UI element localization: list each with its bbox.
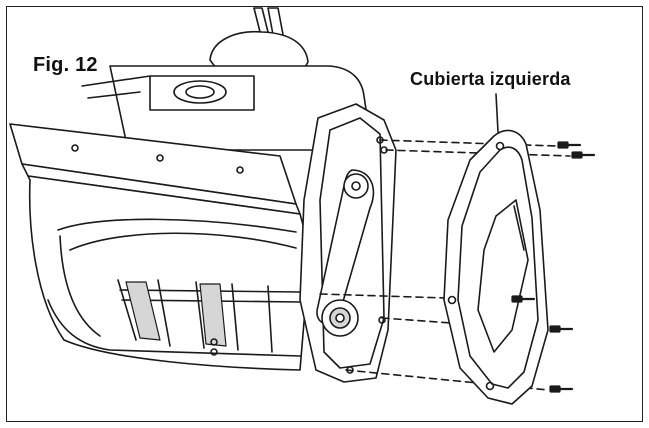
side-housing	[299, 103, 397, 383]
figure-label: Fig. 12	[33, 54, 98, 76]
callout-left-cover: Cubierta izquierda	[410, 69, 571, 89]
screws	[511, 141, 596, 393]
screw-icon	[557, 141, 582, 149]
auger-housing	[27, 175, 311, 371]
screw-icon	[571, 151, 596, 159]
screw-icon	[549, 385, 574, 393]
screw-icon	[511, 295, 536, 303]
screw-icon	[549, 325, 574, 333]
left-cover	[443, 93, 549, 405]
